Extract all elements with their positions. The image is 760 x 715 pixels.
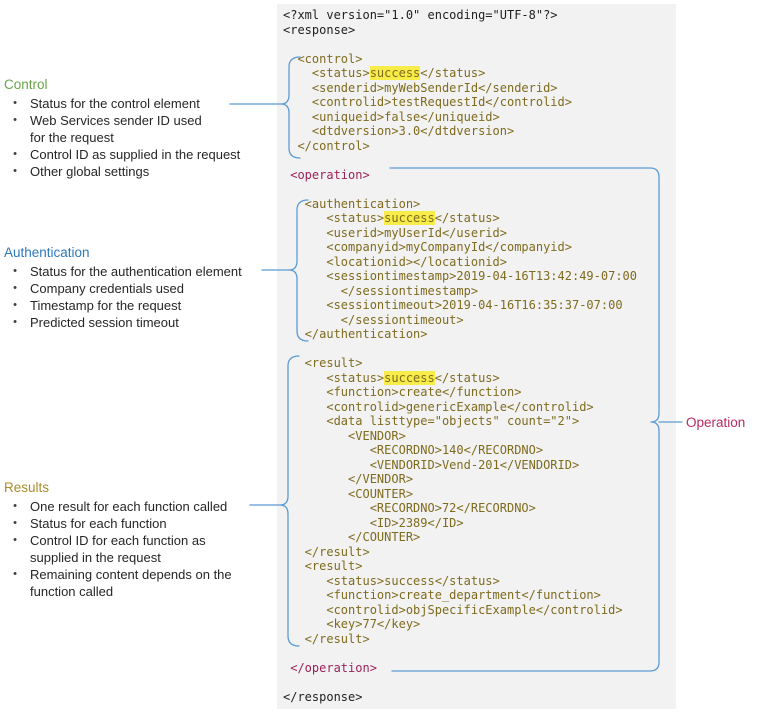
bullet-text: Control ID as supplied in the request — [30, 147, 241, 162]
code-line: <RECORDNO>140</RECORDNO> — [283, 443, 544, 457]
bullet-text: Company credentials used — [30, 281, 184, 296]
bullet-dot: • — [13, 114, 17, 126]
highlighted-success-text: success — [369, 66, 421, 80]
bullet-item: • Status for the control element — [4, 95, 276, 112]
operation-label: Operation — [686, 415, 746, 430]
bullet-text: One result for each function called — [30, 499, 228, 514]
code-line: <RECORDNO>72</RECORDNO> — [283, 501, 536, 515]
code-line: </sessiontimeout> — [283, 312, 464, 327]
code-line: </response> — [283, 689, 363, 704]
code-line — [283, 182, 663, 197]
code-line: <control> — [283, 51, 363, 66]
code-line: <controlid>objSpecificExample</controlid… — [283, 602, 623, 617]
code-line: <userid>myUserId</userid> — [283, 225, 507, 240]
code-line: <VENDORID>Vend-201</VENDORID> — [283, 457, 580, 472]
code-line: <?xml version="1.0" encoding="UTF-8"?> — [283, 8, 558, 22]
annotation-authentication: Authentication • Status for the authentic… — [4, 244, 276, 331]
code-line: <result> — [283, 356, 363, 370]
code-line: <data listtype="objects" count="2"> — [283, 414, 580, 428]
code-line: <dtdversion>3.0</dtdversion> — [283, 124, 515, 138]
bullet-item: • Web Services sender ID used for the req… — [4, 112, 276, 146]
code-line — [283, 342, 663, 357]
authentication-heading: Authentication — [4, 245, 90, 260]
bullet-dot: • — [13, 148, 17, 160]
code-line: <authentication> — [283, 196, 421, 211]
code-line: <locationid></locationid> — [283, 254, 507, 269]
code-line: <sessiontimestamp>2019-04-16T13:42:49-07… — [283, 269, 638, 283]
code-line: <operation> — [283, 167, 370, 182]
bullet-dot: • — [13, 517, 17, 529]
control-bullet-list: • Status for the control element • Web Serv… — [4, 95, 276, 180]
code-line: </operation> — [283, 660, 377, 675]
bullet-dot: • — [13, 265, 17, 277]
bullet-item: • Remaining content depends on the functi… — [4, 566, 276, 600]
highlighted-success-text: success — [384, 211, 435, 225]
bullet-item: • Other global settings — [4, 163, 276, 180]
code-line: <response> — [283, 22, 356, 37]
bullet-item: • Company credentials used — [4, 280, 276, 297]
code-line: <result> — [283, 559, 363, 573]
bullet-item: • Status for each function — [4, 515, 276, 532]
code-line: <controlid>testRequestId</controlid> — [283, 95, 572, 109]
bullet-text: Status for the authentication element — [30, 264, 242, 279]
bullet-item: • Status for the authentication element — [4, 263, 276, 280]
results-bullet-list: • One result for each function called • Sta… — [4, 498, 276, 600]
code-line: <controlid>genericExample</controlid> — [283, 399, 594, 414]
bullet-text: Status for the control element — [30, 96, 200, 111]
code-line: <function>create</function> — [283, 385, 522, 399]
code-line: <status>success</status> — [283, 573, 500, 588]
bullet-item: • Control ID for each function as supplie… — [4, 532, 276, 566]
bullet-text: Other global settings — [30, 164, 150, 179]
code-line: <uniqueid>false</uniqueid> — [283, 109, 500, 124]
code-line — [283, 646, 663, 661]
code-line: </sessiontimestamp> — [283, 283, 479, 298]
code-line: <ID>2389</ID> — [283, 515, 464, 530]
authentication-bullet-list: • Status for the authentication element • C… — [4, 263, 276, 331]
code-line: <COUNTER> — [283, 486, 414, 501]
code-line: <status>success</status> — [283, 370, 500, 385]
code-line: </control> — [283, 138, 370, 153]
annotation-control: Control •Status for the control element•… — [4, 76, 276, 180]
results-heading: Results — [4, 480, 50, 495]
bullet-text: Predicted session timeout — [30, 315, 179, 330]
bullet-dot: • — [13, 534, 17, 546]
bullet-text: Timestamp for the request — [30, 298, 182, 313]
bullet-item: • One result for each function called — [4, 498, 276, 515]
code-line: <sessiontimeout>2019-04-16T16:35:37-07:0… — [283, 298, 623, 312]
code-line: <function>create_department</function> — [283, 588, 601, 602]
bullet-dot: • — [13, 316, 17, 328]
code-line — [283, 37, 663, 52]
bullet-item: • Control ID as supplied in the request — [4, 146, 276, 163]
bullet-text: Control ID for each function as supplied… — [30, 533, 206, 565]
annotation-results: Results • One result for each function ca… — [4, 479, 276, 600]
code-line: <key>77</key> — [283, 617, 421, 631]
bullet-text: Web Services sender ID used for the requ… — [30, 113, 202, 145]
code-line: <companyid>myCompanyId</companyid> — [283, 240, 572, 254]
bullet-dot: • — [13, 500, 17, 512]
bullet-item: • Timestamp for the request — [4, 297, 276, 314]
code-line: <senderid>myWebSenderId</senderid> — [283, 80, 558, 95]
bullet-dot: • — [13, 97, 17, 109]
bullet-dot: • — [13, 568, 17, 580]
code-line: <VENDOR> — [283, 428, 406, 443]
code-line: <status>success</status> — [283, 211, 500, 225]
bullet-text: Remaining content depends on the functio… — [30, 567, 232, 599]
code-line: </result> — [283, 544, 370, 559]
code-line: </authentication> — [283, 327, 428, 341]
code-line — [283, 153, 663, 168]
code-line — [283, 675, 663, 690]
code-line: </COUNTER> — [283, 530, 421, 544]
code-line: </result> — [283, 631, 370, 646]
xml-response-listing: <?xml version="1.0" encoding="UTF-8"?><r… — [283, 8, 663, 704]
highlighted-success-text: success — [384, 370, 435, 385]
bullet-dot: • — [13, 282, 17, 294]
bullet-dot: • — [13, 299, 17, 311]
bullet-dot: • — [13, 165, 17, 177]
code-line: <status>success</status> — [283, 66, 486, 80]
code-line: </VENDOR> — [283, 472, 414, 486]
control-heading: Control — [4, 77, 48, 92]
bullet-text: Status for each function — [30, 516, 167, 531]
bullet-item: • Predicted session timeout — [4, 314, 276, 331]
